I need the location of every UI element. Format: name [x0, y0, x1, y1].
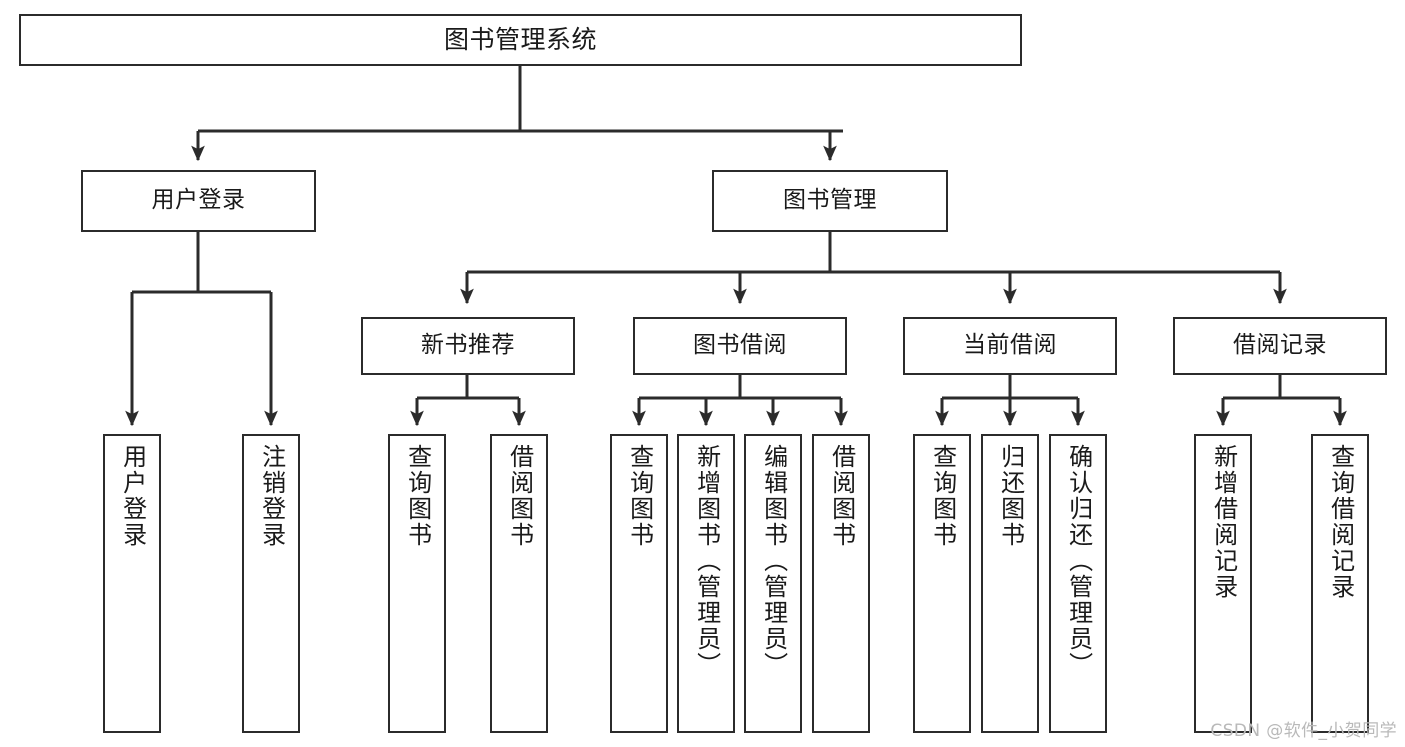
node-label: 用户登录 — [151, 187, 246, 214]
node-new-book-rec[interactable]: 新书推荐 — [361, 317, 575, 375]
node-label: 图书借阅 — [693, 332, 787, 359]
node-current-borrow[interactable]: 当前借阅 — [903, 317, 1117, 375]
leaf-query-book-1[interactable]: 查询图书 — [388, 434, 446, 733]
node-label: 注销登录 — [257, 444, 286, 548]
node-label: 借阅图书 — [505, 444, 534, 548]
node-label: 确认归还（管理员） — [1064, 444, 1093, 678]
leaf-query-record[interactable]: 查询借阅记录 — [1311, 434, 1369, 733]
leaf-edit-book[interactable]: 编辑图书（管理员） — [744, 434, 802, 733]
node-label: 新增图书（管理员） — [692, 444, 721, 678]
leaf-add-book[interactable]: 新增图书（管理员） — [677, 434, 735, 733]
node-book-manage[interactable]: 图书管理 — [712, 170, 948, 232]
node-label: 当前借阅 — [963, 332, 1057, 359]
leaf-return-book[interactable]: 归还图书 — [981, 434, 1039, 733]
node-user-login[interactable]: 用户登录 — [81, 170, 316, 232]
node-label: 借阅记录 — [1233, 332, 1327, 359]
node-label: 新书推荐 — [421, 332, 515, 359]
node-book-borrow[interactable]: 图书借阅 — [633, 317, 847, 375]
node-label: 查询图书 — [625, 444, 654, 548]
node-label: 查询图书 — [928, 444, 957, 548]
leaf-logout[interactable]: 注销登录 — [242, 434, 300, 733]
leaf-add-record[interactable]: 新增借阅记录 — [1194, 434, 1252, 733]
node-label: 查询图书 — [403, 444, 432, 548]
leaf-user-login[interactable]: 用户登录 — [103, 434, 161, 733]
node-label: 图书管理系统 — [443, 25, 597, 55]
node-label: 查询借阅记录 — [1326, 444, 1355, 600]
node-label: 借阅图书 — [827, 444, 856, 548]
node-borrow-record[interactable]: 借阅记录 — [1173, 317, 1387, 375]
node-label: 编辑图书（管理员） — [759, 444, 788, 678]
node-label: 图书管理 — [783, 187, 877, 214]
leaf-query-book-3[interactable]: 查询图书 — [913, 434, 971, 733]
leaf-borrow-book-1[interactable]: 借阅图书 — [490, 434, 548, 733]
node-label: 用户登录 — [118, 444, 147, 548]
leaf-borrow-book-2[interactable]: 借阅图书 — [812, 434, 870, 733]
csdn-watermark: CSDN @软件_小贺同学 — [1210, 721, 1397, 741]
leaf-confirm-return[interactable]: 确认归还（管理员） — [1049, 434, 1107, 733]
node-root-system[interactable]: 图书管理系统 — [19, 14, 1022, 66]
node-label: 归还图书 — [996, 444, 1025, 548]
node-label: 新增借阅记录 — [1209, 444, 1238, 600]
leaf-query-book-2[interactable]: 查询图书 — [610, 434, 668, 733]
